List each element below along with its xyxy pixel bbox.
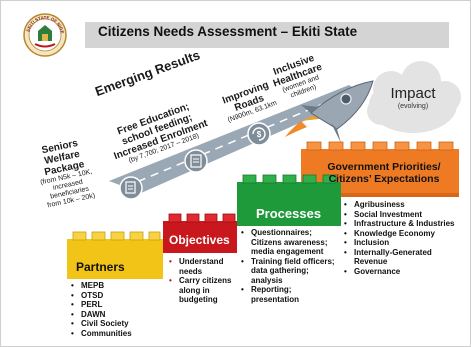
list-item: Communities — [71, 329, 163, 339]
list-item: Social Investment — [344, 210, 456, 220]
list-item: Governance — [344, 267, 456, 277]
list-item: Training field officers; data gathering;… — [241, 257, 339, 286]
list-item: Carry citizens along in budgeting — [169, 276, 237, 305]
impact-subtitle: (evolving) — [397, 103, 429, 110]
impact-title: Impact — [390, 85, 436, 102]
list-item: DAWN — [71, 310, 163, 320]
list-item: Internally-Generated Revenue — [344, 248, 456, 267]
road-ramp — [109, 85, 363, 193]
list-item: Civil Society — [71, 319, 163, 329]
lego-block-partners — [67, 231, 163, 279]
svg-text:$: $ — [257, 130, 262, 139]
list-item: Inclusion — [344, 238, 456, 248]
document-icon — [119, 176, 143, 200]
list-item: Understand needs — [169, 257, 237, 276]
government-label-line: Citizens’ Expectations — [328, 173, 440, 185]
list-item: Questionnaires; Citizens awareness; medi… — [241, 228, 339, 257]
title-bar — [85, 22, 449, 48]
list-item: OTSD — [71, 291, 163, 301]
list-item: MEPB — [71, 281, 163, 291]
checklist-icon — [184, 149, 208, 173]
list-item: Reporting; presentation — [241, 285, 339, 304]
objectives-label: Objectives — [169, 233, 230, 247]
government-label: Government Priorities/ Citizens’ Expecta… — [319, 161, 449, 185]
cloud-icon — [367, 61, 461, 133]
lego-block-objectives — [163, 213, 237, 253]
processes-list: Questionnaires; Citizens awareness; medi… — [241, 228, 339, 304]
list-item: Agribusiness — [344, 200, 456, 210]
objectives-list: Understand needs Carry citizens along in… — [169, 257, 237, 305]
recycle-money-icon: $ — [247, 122, 271, 146]
rocket-icon — [285, 80, 374, 143]
list-item: PERL — [71, 300, 163, 310]
slide-title: Citizens Needs Assessment – Ekiti State — [98, 24, 358, 39]
partners-label: Partners — [76, 260, 125, 274]
ekiti-seal-logo: EKITI STATE OF NIGERIA — [23, 13, 67, 57]
partners-list: MEPB OTSD PERL DAWN Civil Society Commun… — [71, 281, 163, 338]
list-item: Infrastructure & Industries — [344, 219, 456, 229]
list-item: Knowledge Economy — [344, 229, 456, 239]
processes-label: Processes — [256, 206, 322, 221]
government-list: Agribusiness Social Investment Infrastru… — [344, 200, 456, 276]
government-label-line: Government Priorities/ — [327, 161, 441, 173]
